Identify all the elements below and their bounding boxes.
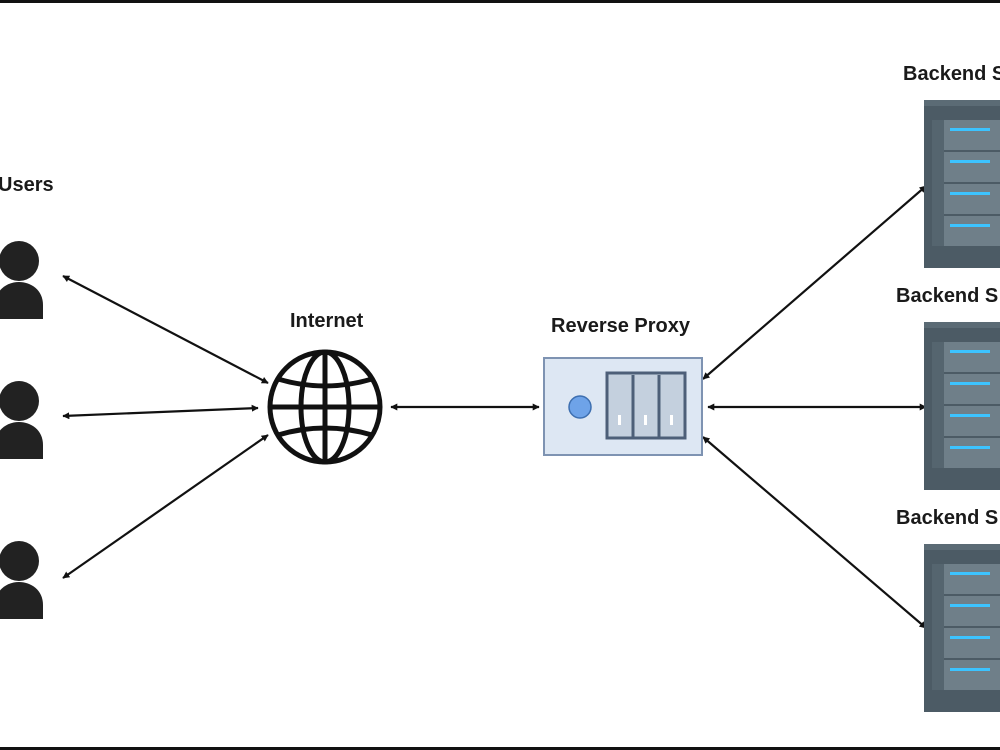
internet-label: Internet — [290, 310, 364, 332]
reverse-proxy-label: Reverse Proxy — [551, 315, 690, 337]
diagram-graphics — [0, 100, 1000, 712]
arrow-proxy-backend1 — [702, 185, 927, 380]
server-rack-icon — [924, 100, 1000, 268]
user-icon — [0, 381, 43, 459]
users-label: Users — [0, 174, 54, 196]
proxy-server-icon — [543, 357, 703, 456]
arrow-user1-internet — [62, 275, 269, 384]
arrow-user2-internet — [62, 404, 259, 420]
server-rack-icon — [924, 544, 1000, 712]
arrow-proxy-backend3 — [702, 436, 927, 629]
arrow-user3-internet — [62, 434, 269, 579]
globe-icon — [267, 349, 383, 465]
user-icon — [0, 541, 43, 619]
backend-server-1-label: Backend S — [903, 63, 1000, 85]
user-icon — [0, 241, 43, 319]
server-rack-icon — [924, 322, 1000, 490]
